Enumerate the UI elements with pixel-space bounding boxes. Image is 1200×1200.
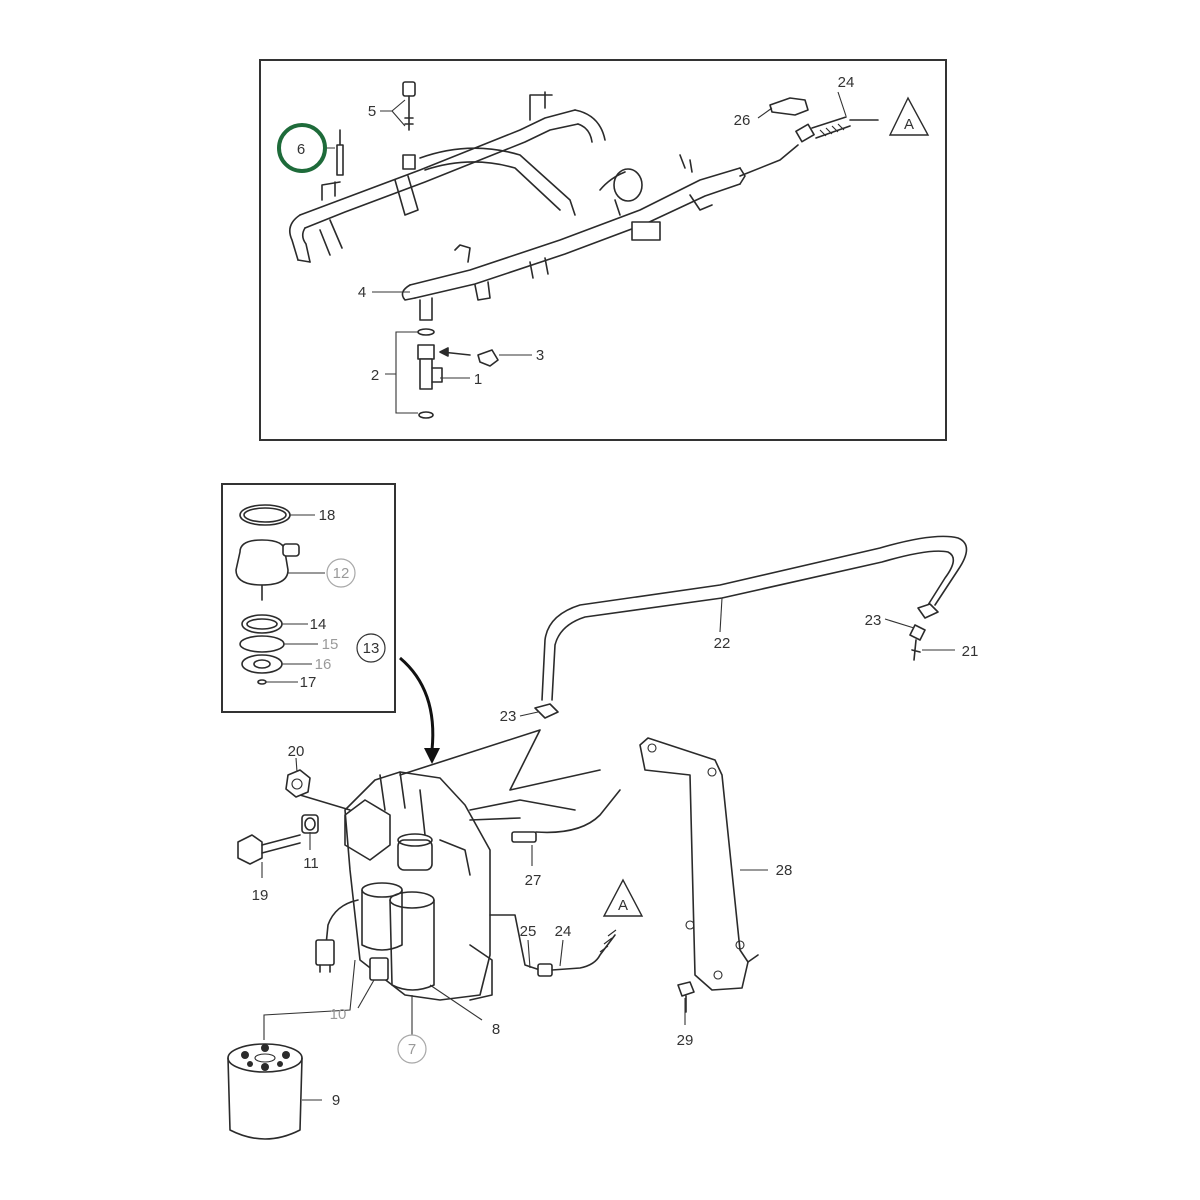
highlight-ring-part-6	[277, 123, 327, 173]
callout-4[interactable]: 4	[358, 284, 366, 301]
inset-arrow	[399, 656, 440, 764]
reference-label-top: A	[904, 116, 914, 133]
callout-7-circle	[397, 1034, 427, 1064]
callout-23-right[interactable]: 23	[865, 612, 882, 629]
fuel-rail-assembly	[289, 81, 879, 419]
callout-20[interactable]: 20	[288, 743, 305, 760]
callout-9[interactable]: 9	[332, 1092, 340, 1109]
callout-1[interactable]: 1	[474, 371, 482, 388]
mounting-bracket	[639, 737, 759, 991]
lower-leaders	[261, 597, 955, 1101]
callout-18[interactable]: 18	[319, 507, 336, 524]
callout-13-circle	[356, 633, 386, 663]
callout-17[interactable]: 17	[300, 674, 317, 691]
reference-label-bottom: A	[618, 897, 628, 914]
callout-27[interactable]: 27	[525, 872, 542, 889]
callout-5[interactable]: 5	[368, 103, 376, 120]
callout-24-top[interactable]: 24	[838, 74, 855, 91]
callout-16[interactable]: 16	[315, 656, 332, 673]
callout-21[interactable]: 21	[962, 643, 979, 660]
fuel-filter-housing	[299, 729, 621, 1001]
reference-triangle-top: A	[888, 96, 930, 136]
spin-on-filter	[227, 1043, 303, 1140]
callout-28[interactable]: 28	[776, 862, 793, 879]
callout-23-left[interactable]: 23	[500, 708, 517, 725]
fasteners	[237, 769, 695, 1013]
inset-leaders	[266, 514, 325, 683]
callout-12[interactable]: 12	[333, 565, 350, 582]
callout-14[interactable]: 14	[310, 616, 327, 633]
callout-3[interactable]: 3	[536, 347, 544, 364]
callout-12-circle	[326, 558, 356, 588]
top-leaders	[315, 91, 847, 414]
fuel-rail-frame	[259, 59, 947, 441]
callout-11[interactable]: 11	[303, 855, 319, 872]
callout-29[interactable]: 29	[677, 1032, 694, 1049]
callout-10[interactable]: 10	[330, 1006, 347, 1023]
callout-25[interactable]: 25	[520, 923, 537, 940]
reference-triangle-bottom: A	[602, 878, 644, 917]
callout-22[interactable]: 22	[714, 635, 731, 652]
callout-19[interactable]: 19	[252, 887, 269, 904]
callout-2[interactable]: 2	[371, 367, 379, 384]
callout-6[interactable]: 6	[297, 141, 305, 158]
callout-15[interactable]: 15	[322, 636, 339, 653]
callout-24-bottom[interactable]: 24	[555, 923, 572, 940]
regulator-exploded	[235, 504, 300, 685]
return-hose	[534, 535, 968, 719]
callout-13[interactable]: 13	[363, 640, 380, 657]
callout-26[interactable]: 26	[734, 112, 751, 129]
regulator-inset-frame	[221, 483, 396, 713]
callout-8[interactable]: 8	[492, 1021, 500, 1038]
callout-7[interactable]: 7	[408, 1041, 416, 1058]
